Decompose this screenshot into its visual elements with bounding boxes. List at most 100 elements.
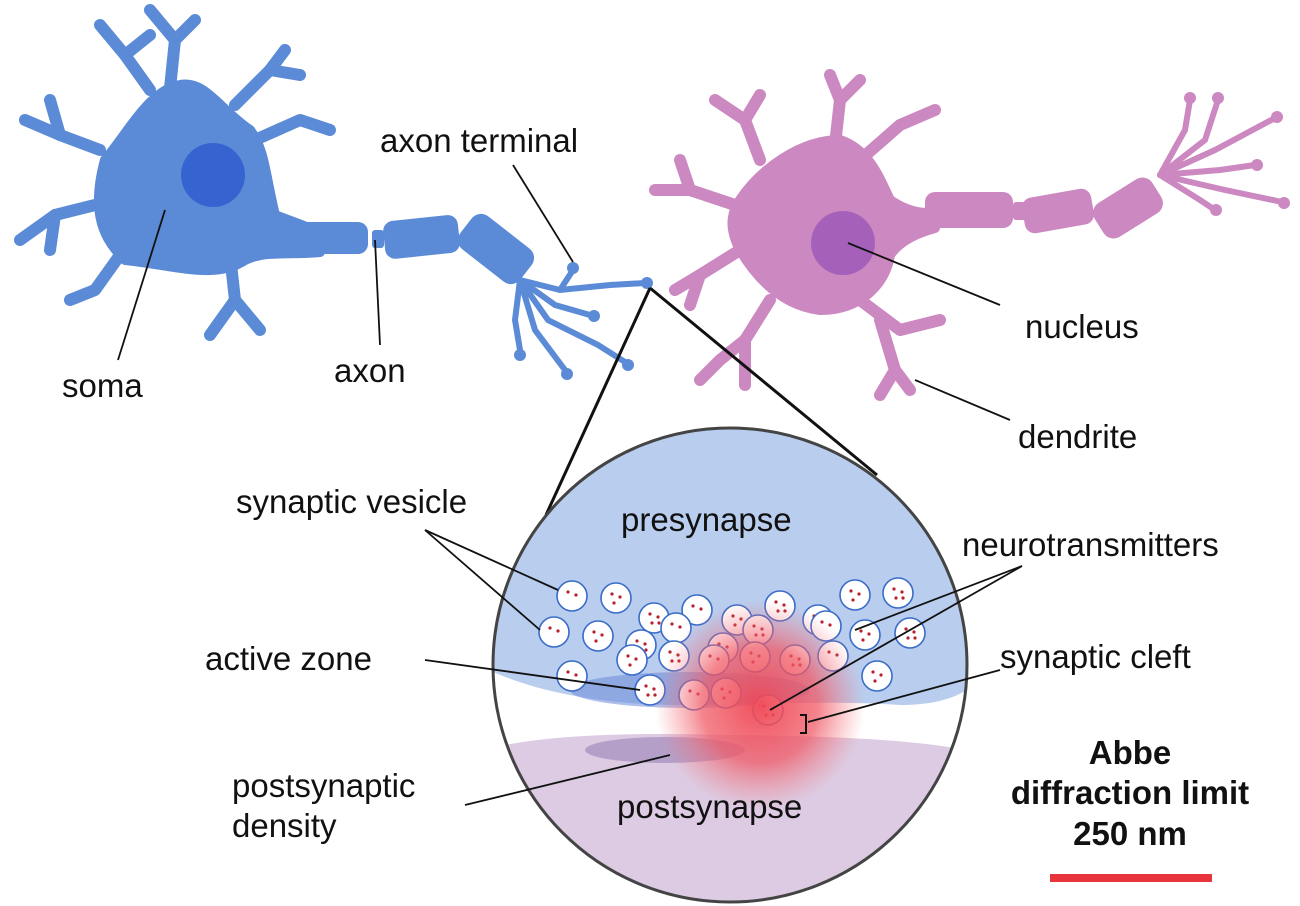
neurotransmitter-dot <box>648 612 652 616</box>
synaptic-vesicle <box>556 660 588 692</box>
neurotransmitter-dot <box>678 625 682 629</box>
postsynaptic-neuron <box>649 69 1290 401</box>
label-dendrite: dendrite <box>1018 418 1138 455</box>
label-soma: soma <box>62 367 143 404</box>
presynaptic-neuron <box>14 4 653 380</box>
axon-terminal-branches <box>511 267 648 373</box>
neurotransmitter-dot <box>634 657 638 661</box>
synapse-magnification <box>491 426 969 904</box>
neurotransmitter-dot <box>913 636 917 640</box>
neurotransmitter-dot <box>879 673 883 677</box>
neurotransmitter-dot <box>618 595 622 599</box>
neurotransmitter-dot <box>900 590 904 594</box>
label-axon: axon <box>334 352 406 389</box>
neurotransmitter-dot <box>644 684 648 688</box>
axon-terminal-leader <box>512 164 574 263</box>
postsynaptic-terminal-branches <box>1157 97 1285 213</box>
neurotransmitter-dot <box>574 593 578 597</box>
presynaptic-axon <box>293 213 535 285</box>
synaptic-vesicle <box>556 580 588 612</box>
abbe-scale-caption: Abbe diffraction limit 250 nm <box>980 733 1280 854</box>
neurotransmitter-dot <box>574 673 578 677</box>
label-presynapse: presynapse <box>621 501 792 538</box>
synaptic-vesicle <box>600 582 632 614</box>
neurotransmitter-dot <box>849 589 853 593</box>
neurotransmitter-dot <box>656 615 660 619</box>
axon-terminal-boutons <box>514 262 653 380</box>
zoom-lines <box>544 286 878 516</box>
neurotransmitter-dot <box>894 596 898 600</box>
nucleus-leader <box>847 242 1001 306</box>
neurotransmitter-dot <box>635 639 639 643</box>
neurotransmitter-dot <box>906 636 910 640</box>
axon-leader <box>374 239 381 346</box>
label-axon-terminal: axon terminal <box>380 122 579 159</box>
synaptic-vesicle <box>839 579 871 611</box>
synaptic-cleft-leader <box>807 669 1001 723</box>
neurotransmitter-dot <box>566 590 570 594</box>
abbe-title-line1: Abbe <box>1088 734 1172 771</box>
postsynaptic-terminal-boutons <box>1184 92 1290 216</box>
postsynaptic-nucleus <box>811 211 875 275</box>
dendrite-leader <box>914 379 1011 421</box>
neurotransmitter-dot <box>612 601 616 605</box>
neurotransmitter-dot <box>566 670 570 674</box>
neurotransmitter-dot <box>892 587 896 591</box>
neurotransmitter-dot <box>857 592 861 596</box>
neurotransmitter-dot <box>670 622 674 626</box>
synaptic-vesicle <box>616 644 648 676</box>
label-synaptic-cleft: synaptic cleft <box>1000 638 1191 675</box>
neurotransmitter-dot <box>592 630 596 634</box>
presynaptic-nucleus <box>181 143 245 207</box>
synaptic-vesicle-leader-1 <box>424 529 559 591</box>
neurotransmitter-dot <box>904 627 908 631</box>
neurotransmitter-dot <box>851 598 855 602</box>
postsynaptic-density-leader <box>464 754 671 806</box>
neurotransmitter-dot <box>912 630 916 634</box>
label-postsynaptic-density: postsynaptic density <box>232 766 415 847</box>
synaptic-cleft-bracket <box>800 714 807 734</box>
synaptic-vesicle <box>861 660 893 692</box>
neurotransmitter-dot <box>628 663 632 667</box>
synaptic-vesicle <box>849 619 881 651</box>
synaptic-vesicle <box>894 617 926 649</box>
postsynaptic-dendrites <box>649 69 946 401</box>
neurotransmitter-dot <box>699 607 703 611</box>
label-postsynaptic-density-line2: density <box>232 807 337 845</box>
neurotransmitter-dot <box>871 670 875 674</box>
synaptic-vesicle-leader-2 <box>424 529 541 631</box>
label-neurotransmitters: neurotransmitters <box>962 526 1219 563</box>
neurotransmitter-dot <box>691 604 695 608</box>
neurotransmitter-dot <box>646 693 650 697</box>
neurotransmitter-dot <box>861 638 865 642</box>
label-nucleus: nucleus <box>1025 308 1139 345</box>
synaptic-vesicle <box>582 620 614 652</box>
label-synaptic-vesicle: synaptic vesicle <box>236 483 468 520</box>
magnification-border <box>491 426 969 904</box>
presynaptic-dendrites <box>14 4 336 341</box>
neurotransmitter-dot <box>657 621 661 625</box>
label-active-zone: active zone <box>205 640 372 677</box>
neurotransmitter-dot <box>626 654 630 658</box>
active-zone-leader <box>424 659 641 691</box>
neurotransmitter-dot <box>556 629 560 633</box>
label-postsynapse: postsynapse <box>617 788 803 825</box>
neurotransmitter-dot <box>828 623 832 627</box>
synaptic-vesicle <box>882 577 914 609</box>
scale-bar <box>1050 874 1212 882</box>
diffraction-spot <box>655 600 865 810</box>
neurotransmitter-dot <box>901 596 905 600</box>
neurotransmitter-dot <box>867 632 871 636</box>
neurotransmitter-dot <box>873 679 877 683</box>
neurotransmitter-dot <box>594 639 598 643</box>
neurotransmitter-dot <box>644 648 648 652</box>
soma-leader <box>117 209 166 361</box>
leader-lines <box>117 164 1023 806</box>
neurotransmitter-dot <box>610 592 614 596</box>
abbe-scale-value: 250 nm <box>1073 814 1187 852</box>
neurotransmitter-dot <box>652 687 656 691</box>
neurotransmitter-dot <box>650 621 654 625</box>
neurotransmitter-dot <box>859 629 863 633</box>
neurotransmitters-leader-1 <box>854 565 1023 631</box>
